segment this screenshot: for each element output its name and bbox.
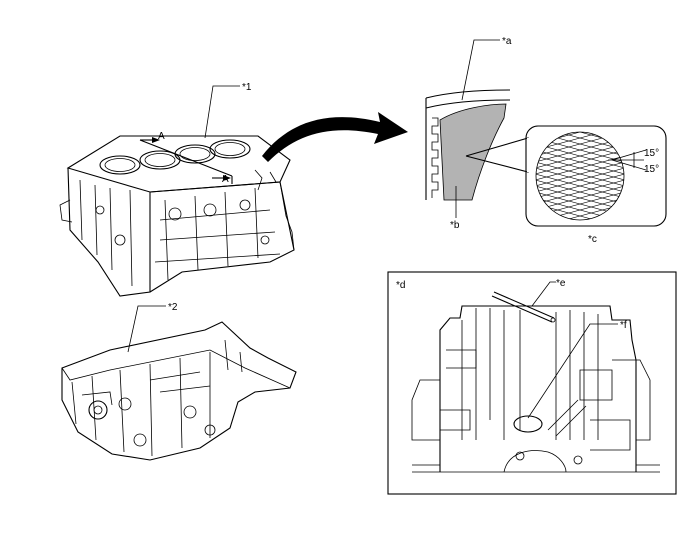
crosshatch-line bbox=[536, 209, 624, 220]
crosshatch-line bbox=[534, 72, 626, 97]
crosshatch-line bbox=[534, 78, 626, 103]
crosshatch-line bbox=[534, 234, 626, 259]
callout-c: *c bbox=[588, 234, 597, 245]
crosshatch-line bbox=[536, 161, 624, 187]
crosshatch-line bbox=[534, 222, 626, 247]
crosshatch-line bbox=[534, 84, 626, 109]
crosshatch-line bbox=[534, 252, 626, 277]
crosshatch-line bbox=[534, 240, 626, 265]
crosshatch-line bbox=[534, 84, 626, 109]
crosshatch-line bbox=[534, 102, 626, 127]
callout-f: *f bbox=[620, 320, 627, 331]
callout-b: *b bbox=[450, 220, 460, 231]
crosshatch-line bbox=[536, 185, 624, 211]
crosshatch-line bbox=[534, 246, 626, 271]
crosshatch-line bbox=[536, 203, 624, 220]
crosshatch-line bbox=[534, 72, 626, 97]
crosshatch-line bbox=[536, 179, 624, 205]
wall-shade bbox=[439, 103, 507, 201]
crosshatch-pattern bbox=[534, 72, 626, 277]
detail-view-frame bbox=[387, 271, 677, 495]
angle-upper-label: 15° bbox=[644, 148, 659, 159]
section-mark-lower: A bbox=[222, 174, 229, 185]
crosshatch-line bbox=[534, 90, 626, 115]
crosshatch-line bbox=[534, 222, 626, 247]
crosshatch-line bbox=[534, 228, 626, 253]
angle-lower-label: 15° bbox=[644, 164, 659, 175]
callout-a: *a bbox=[502, 36, 512, 47]
crosshatch-line bbox=[534, 234, 626, 259]
crosshatch-line bbox=[536, 132, 624, 133]
section-view bbox=[425, 39, 529, 218]
crosshatch-line bbox=[534, 240, 626, 265]
crosshatch-line bbox=[536, 215, 624, 220]
crosshatch-line bbox=[534, 78, 626, 103]
crosshatch-line bbox=[534, 228, 626, 253]
crosshatch-line bbox=[536, 155, 624, 181]
crosshatch-line bbox=[536, 132, 624, 151]
callout-2: *2 bbox=[168, 302, 178, 313]
crosshatch-line bbox=[536, 143, 624, 169]
crosshatch-line bbox=[536, 132, 624, 133]
curved-arrow-icon bbox=[262, 112, 408, 162]
crosshatch-line bbox=[534, 90, 626, 115]
crosshatch-line bbox=[536, 209, 624, 220]
callout-1: *1 bbox=[242, 82, 252, 93]
callout-d: *d bbox=[396, 280, 405, 291]
cylinder-block-illustration bbox=[59, 85, 295, 297]
oil-pan-illustration bbox=[61, 305, 297, 461]
section-mark-upper: A bbox=[158, 131, 165, 142]
callout-e: *e bbox=[556, 278, 566, 289]
crosshatch-line bbox=[534, 246, 626, 271]
crosshatch-line bbox=[534, 252, 626, 277]
crosshatch-line bbox=[534, 96, 626, 121]
crosshatch-line bbox=[534, 102, 626, 127]
crosshatch-line bbox=[536, 215, 624, 220]
crosshatch-line bbox=[536, 149, 624, 175]
crosshatch-line bbox=[536, 173, 624, 199]
crosshatch-line bbox=[534, 96, 626, 121]
detail-view-illustration bbox=[411, 281, 660, 473]
crosshatch-line bbox=[536, 167, 624, 193]
